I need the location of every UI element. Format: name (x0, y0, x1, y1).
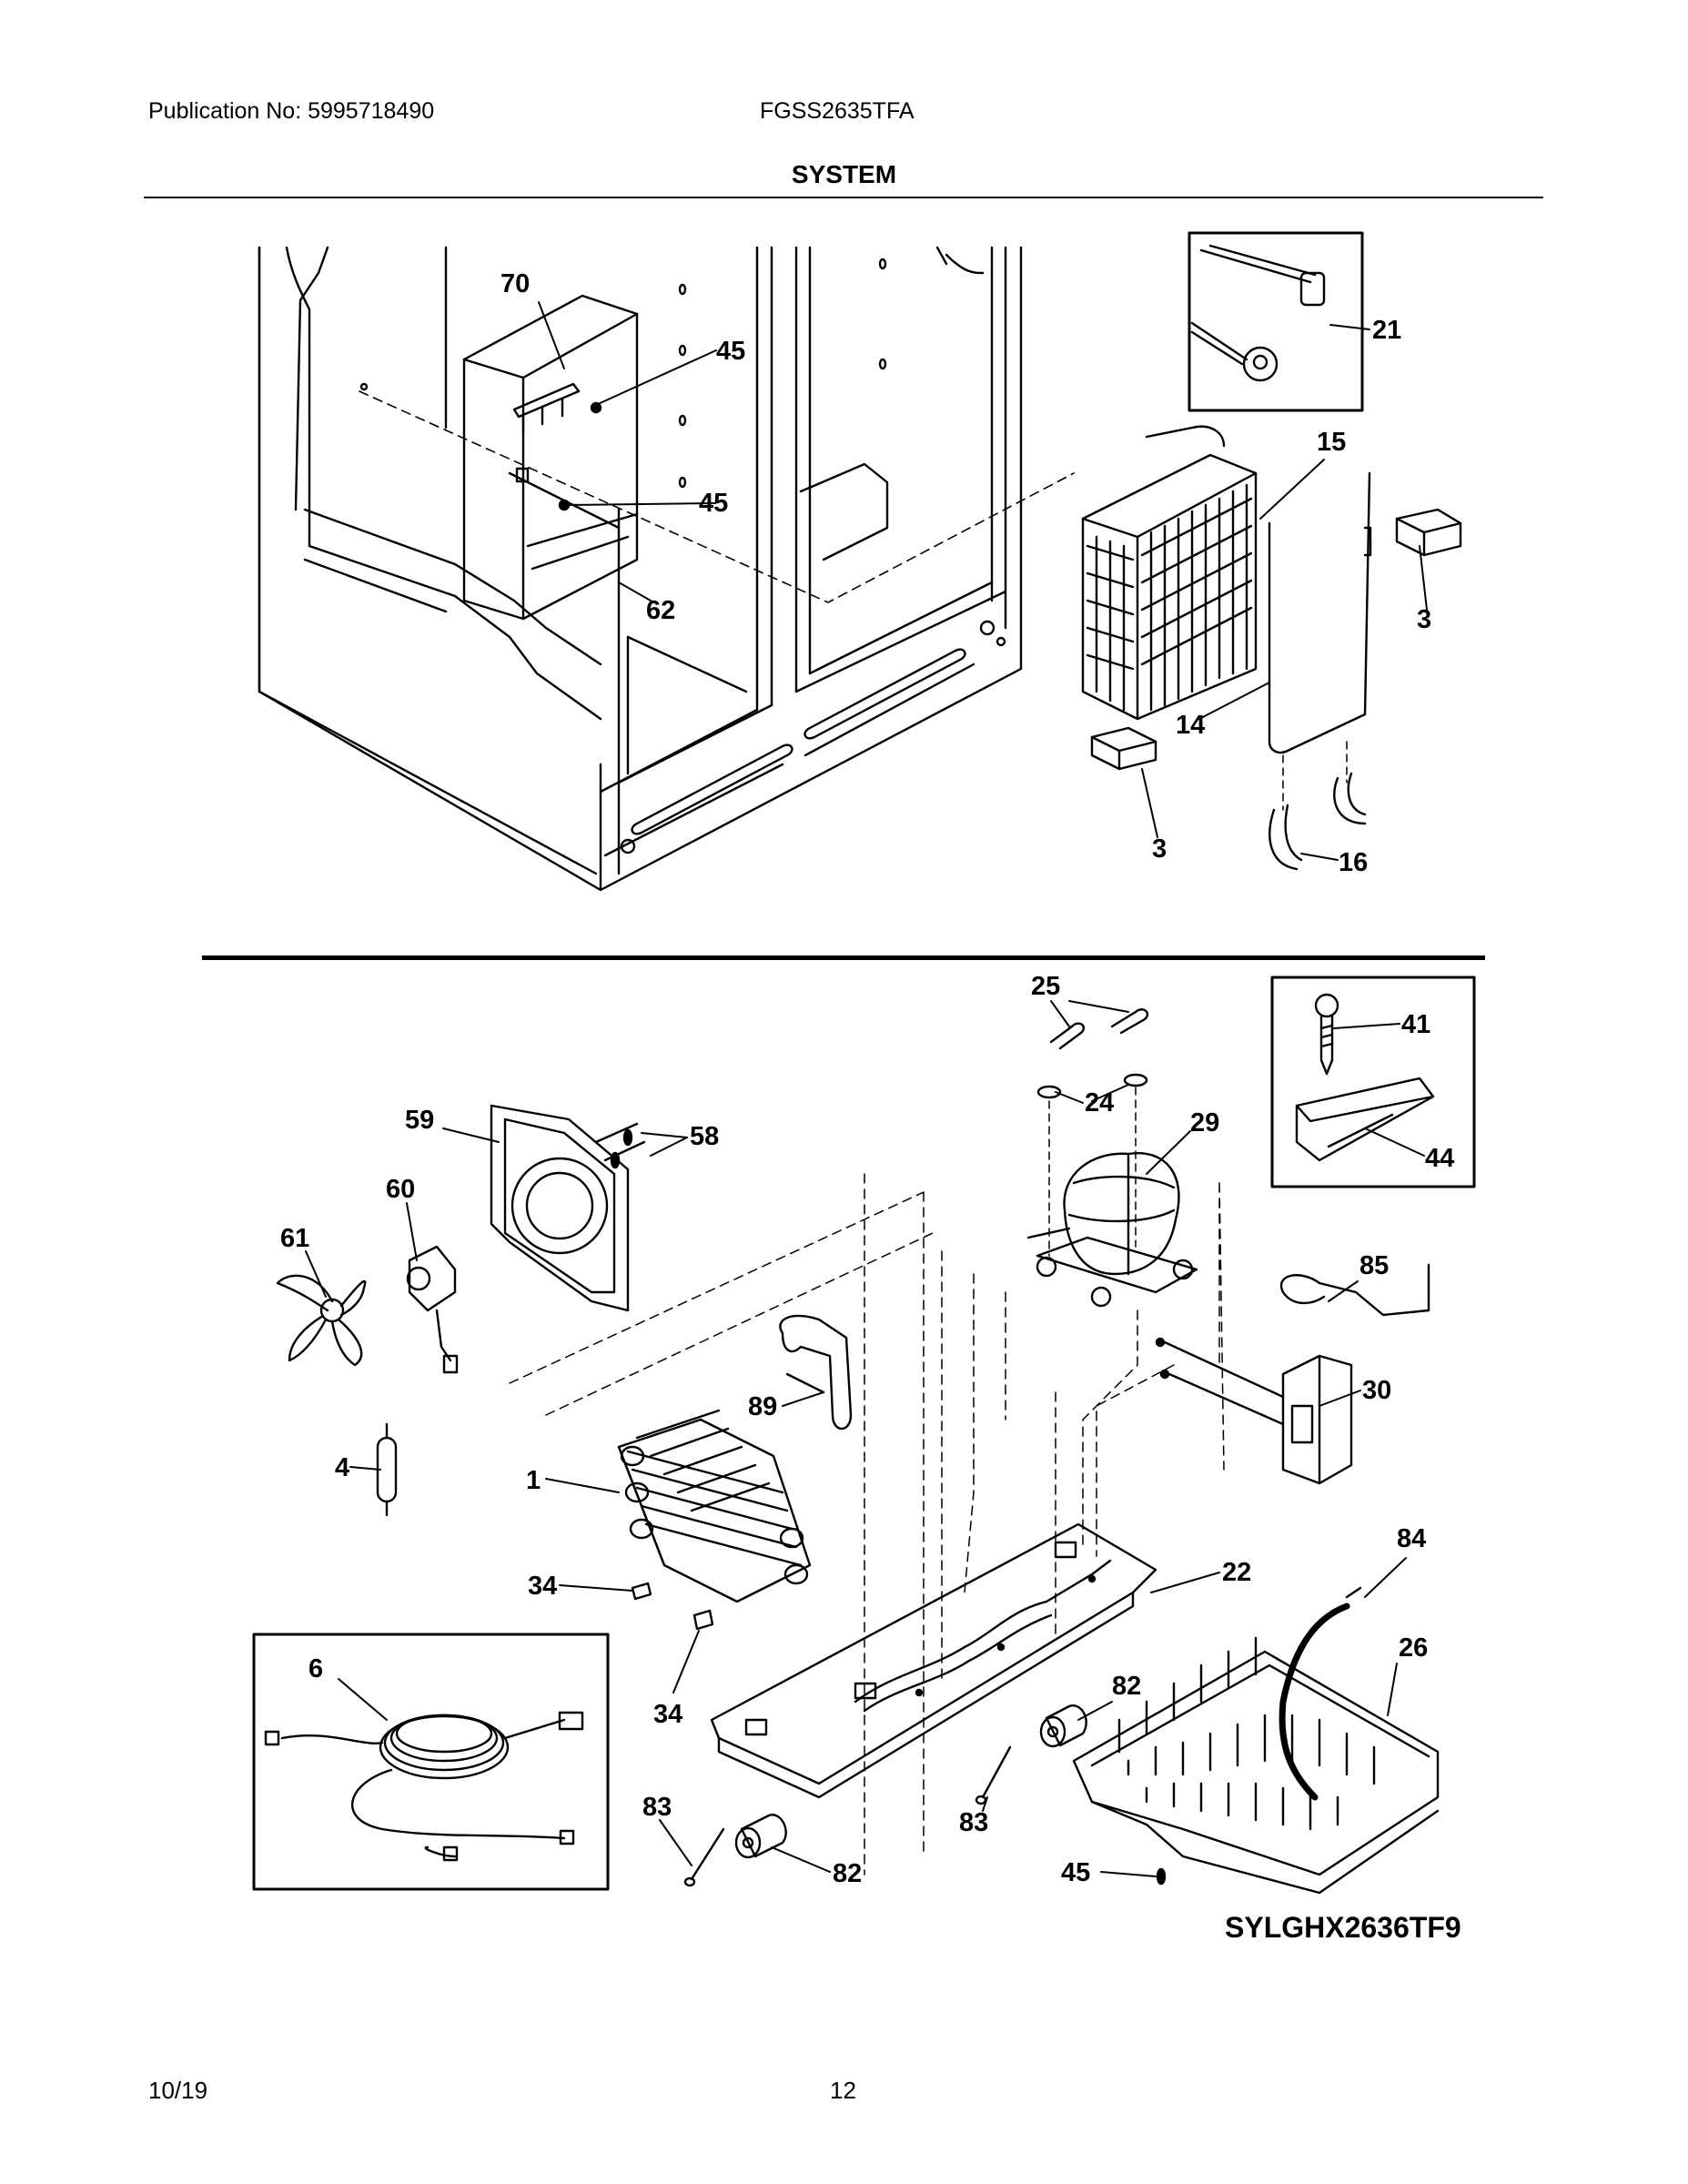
page-title: SYSTEM (791, 160, 897, 188)
screw-45 (1156, 1867, 1167, 1886)
callout-58: 58 (690, 1122, 719, 1151)
callout-61: 61 (280, 1224, 309, 1253)
callout-45: 45 (1061, 1858, 1090, 1887)
guide-lines-left (509, 1173, 1006, 1876)
fan-shroud (490, 1104, 646, 1312)
callout-45: 45 (716, 337, 745, 366)
alignment-line (359, 390, 1075, 603)
relay-overload (1155, 1337, 1353, 1485)
callout-25: 25 (1031, 972, 1060, 1001)
callout-34: 34 (653, 1700, 682, 1729)
fan-motor (406, 1245, 459, 1374)
diagram-code: SYLGHX2636TF9 (1225, 1911, 1461, 1944)
callout-59: 59 (405, 1106, 434, 1135)
detail-inset-6 (252, 1633, 610, 1891)
detail-inset-41-44 (1270, 976, 1476, 1188)
callout-labels: 70 45 45 62 21 15 3 14 3 16 25 24 29 41 … (280, 269, 1461, 1944)
drain-tube (779, 1314, 853, 1431)
callout-15: 15 (1317, 428, 1346, 457)
grommets (631, 1582, 714, 1631)
leader-lines (305, 301, 1428, 1877)
detail-inset-21 (1188, 231, 1364, 412)
callout-82: 82 (1112, 1672, 1141, 1701)
evaporator-cover (462, 294, 639, 621)
publication-number: Publication No: 5995718490 (148, 98, 435, 124)
fan-blade (276, 1274, 367, 1367)
callout-30: 30 (1362, 1376, 1391, 1405)
base-plate (710, 1522, 1157, 1799)
callout-29: 29 (1190, 1108, 1219, 1138)
callout-84: 84 (1397, 1524, 1426, 1553)
callout-4: 4 (335, 1453, 349, 1482)
callout-60: 60 (386, 1175, 415, 1204)
callout-41: 41 (1401, 1010, 1430, 1039)
guide-lines-right (1055, 1182, 1225, 1639)
callout-6: 6 (308, 1654, 323, 1684)
callout-22: 22 (1222, 1558, 1251, 1587)
drain-hose-end (1345, 1586, 1362, 1599)
compressor-studs (1036, 1008, 1149, 1257)
condenser-bottom (617, 1409, 812, 1603)
callout-16: 16 (1339, 848, 1368, 877)
callout-45: 45 (699, 489, 728, 518)
compressor (1026, 1152, 1198, 1308)
callout-3: 3 (1417, 605, 1431, 634)
suction-tube (1279, 1263, 1430, 1317)
callout-83: 83 (959, 1808, 988, 1837)
callout-1: 1 (526, 1466, 541, 1495)
condenser-coil (1081, 425, 1258, 721)
drain-hose (1279, 1603, 1350, 1801)
callout-21: 21 (1372, 316, 1401, 345)
callout-70: 70 (500, 269, 530, 298)
callout-62: 62 (646, 596, 675, 625)
callout-82: 82 (833, 1859, 862, 1888)
callout-3: 3 (1152, 834, 1167, 864)
callout-34: 34 (528, 1572, 557, 1601)
heater-loop (1268, 471, 1372, 754)
page-number: 12 (830, 2077, 856, 2104)
clips (1269, 741, 1367, 871)
model-number: FGSS2635TFA (760, 98, 915, 124)
footer-date: 10/19 (148, 2077, 208, 2104)
foam-pads (1090, 508, 1462, 771)
section-divider (202, 956, 1485, 960)
callout-85: 85 (1359, 1251, 1389, 1280)
header-rule (144, 197, 1543, 198)
callout-24: 24 (1085, 1088, 1114, 1117)
callout-83: 83 (642, 1793, 672, 1822)
callout-26: 26 (1399, 1633, 1428, 1663)
callout-14: 14 (1176, 711, 1205, 740)
callout-44: 44 (1425, 1144, 1454, 1173)
cabinet-liner (258, 246, 1023, 892)
callout-89: 89 (748, 1392, 777, 1421)
